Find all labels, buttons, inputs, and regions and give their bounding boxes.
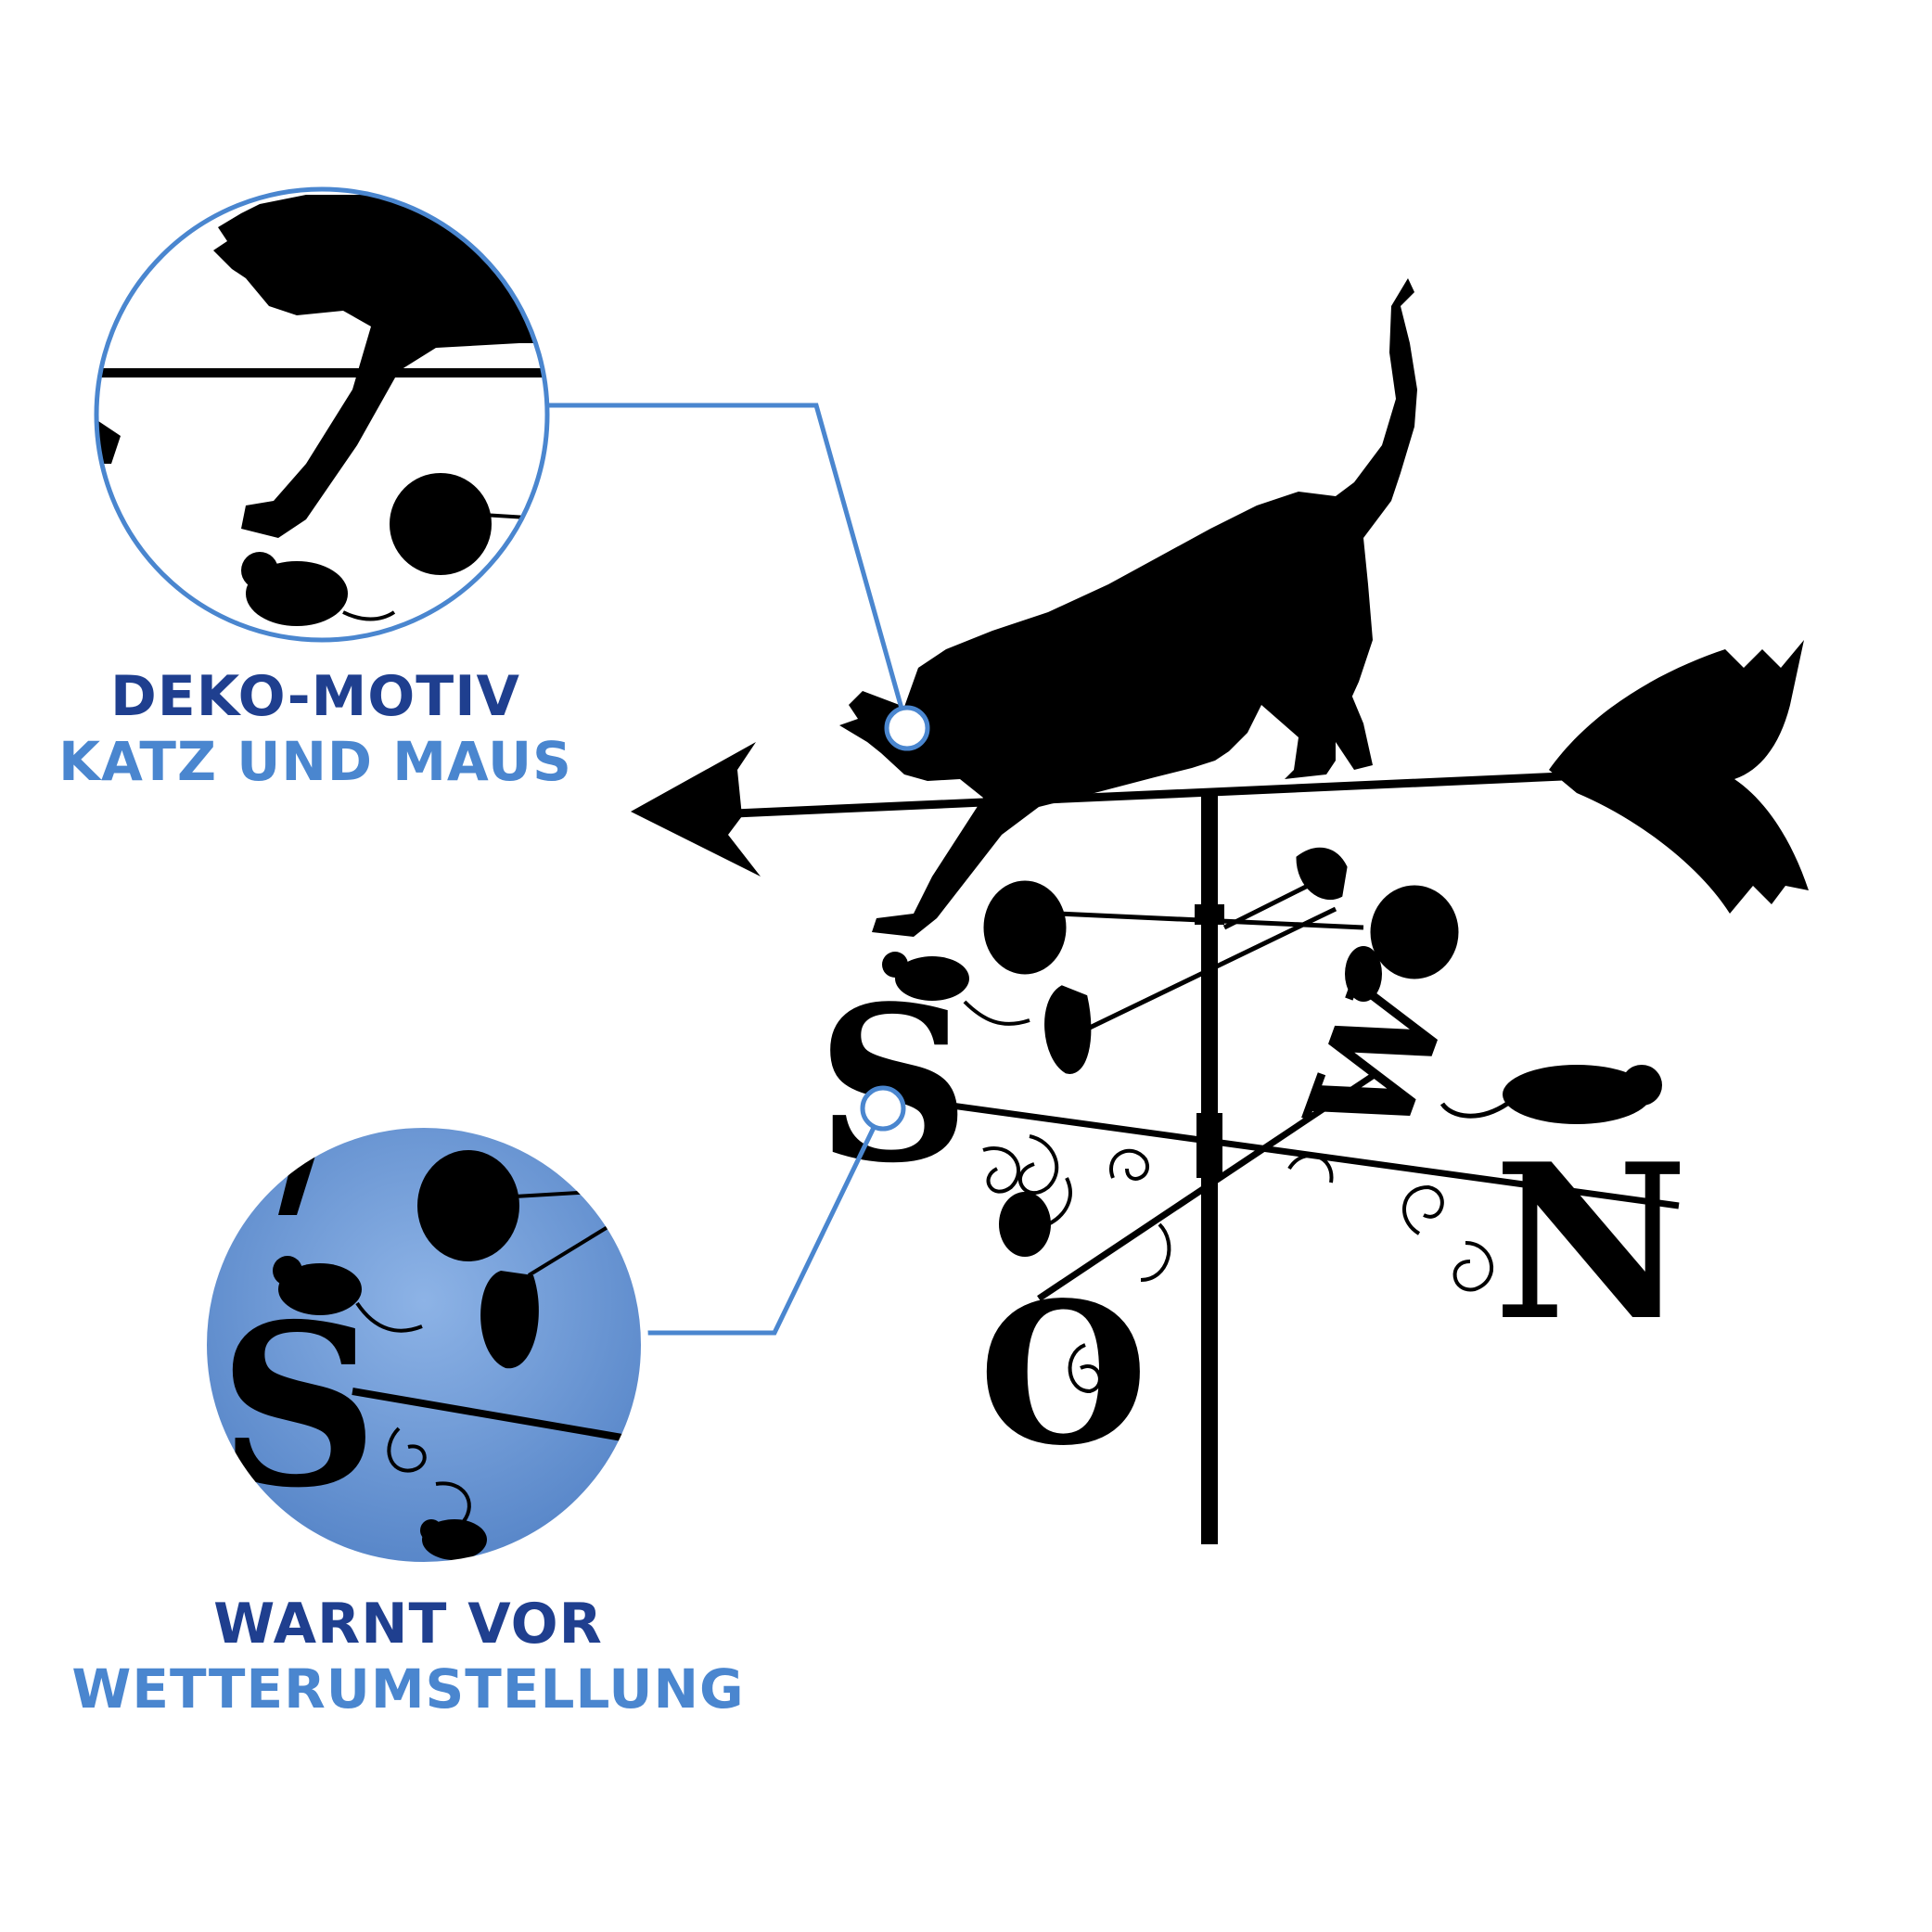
mice — [882, 946, 1662, 1257]
cup-1 — [983, 880, 1067, 975]
callout-lines — [547, 403, 930, 1336]
weathervane-pole — [1195, 788, 1224, 1544]
mouse-2 — [1503, 1065, 1651, 1124]
compass-letters: S W N O — [816, 958, 1688, 1489]
zoom-detail-cat — [94, 186, 550, 643]
caption-top-line1: DEKO-MOTIV — [109, 664, 520, 729]
letter-south: S — [816, 960, 970, 1210]
mouse-1 — [895, 956, 969, 1001]
zoom-detail-compass: S — [199, 1120, 648, 1569]
mouse-4 — [1345, 946, 1382, 1002]
cup-2 — [1370, 885, 1459, 979]
callout-dot-bottom — [860, 1085, 906, 1132]
arrow-tail-feather — [1549, 640, 1809, 914]
letter-north: N — [1493, 1118, 1688, 1368]
arrow-pointer — [631, 640, 1809, 914]
compass-arms — [903, 1073, 1680, 1394]
arrow-head — [631, 742, 761, 876]
caption-bottom-line2: WETTERUMSTELLUNG — [71, 1657, 745, 1721]
mouse-3 — [999, 1192, 1051, 1257]
cup-3 — [1044, 985, 1092, 1074]
caption-warnt-vor: WARNT VOR WETTERUMSTELLUNG — [65, 1591, 751, 1722]
caption-deko-motiv: DEKO-MOTIV KATZ UND MAUS — [56, 663, 575, 795]
cat-silhouette — [839, 278, 1417, 937]
caption-top-line2: KATZ UND MAUS — [58, 730, 572, 793]
letter-east: O — [979, 1260, 1148, 1489]
cat-rear-leg — [1317, 668, 1373, 770]
cup-4 — [1296, 847, 1348, 901]
caption-bottom-line1: WARNT VOR — [213, 1592, 603, 1657]
anemometer — [983, 847, 1459, 1074]
zoom-letter-south: S — [218, 1275, 378, 1537]
callout-dot-top — [884, 705, 930, 751]
